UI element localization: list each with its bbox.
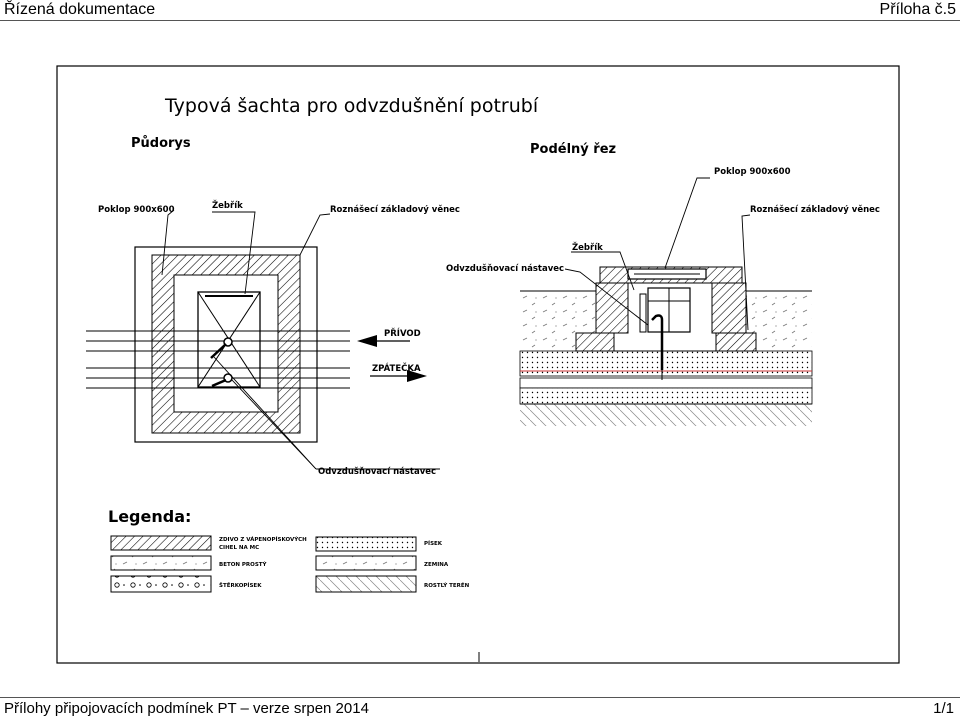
legend-item-concrete: BETON PROSTÝ <box>219 561 268 568</box>
section-heading: Podélný řez <box>530 142 616 157</box>
page-header: Řízená dokumentace Příloha č.5 <box>0 0 960 21</box>
section-view: Poklop 900x600 Roznášecí základový věnec… <box>446 167 880 426</box>
plan-ladder-label: Žebřík <box>212 199 243 211</box>
legend-item-sand: PÍSEK <box>424 539 443 547</box>
drawing-title: Typová šachta pro odvzdušnění potrubí <box>164 95 539 117</box>
plan-heading: Půdorys <box>131 136 191 151</box>
section-ring-label: Roznášecí základový věnec <box>750 204 880 215</box>
plan-cover-label: Poklop 900x600 <box>98 205 175 215</box>
legend-heading: Legenda: <box>108 507 191 526</box>
footer-left-text: Přílohy připojovacích podmínek PT – verz… <box>4 700 369 717</box>
legend: Legenda: ZDIVO Z VÁPENOPÍSKOVÝCH CIHEL N… <box>108 507 470 593</box>
plan-ring-label: Roznášecí základový věnec <box>330 204 460 215</box>
plan-view: PŘÍVOD ZPÁTEČKA Poklop 900x600 Žebřík Ro… <box>86 199 460 477</box>
header-left-text: Řízená dokumentace <box>4 1 156 18</box>
legend-item-soil: ZEMINA <box>424 562 449 568</box>
supply-label: PŘÍVOD <box>384 327 421 339</box>
return-label: ZPÁTEČKA <box>372 362 421 374</box>
legend-item-masonry: ZDIVO Z VÁPENOPÍSKOVÝCH <box>219 535 307 543</box>
section-vent-label: Odvzdušňovací nástavec <box>446 263 564 274</box>
section-ladder-label: Žebřík <box>572 241 603 253</box>
plan-vent-label: Odvzdušňovací nástavec <box>318 466 436 477</box>
header-right-text: Příloha č.5 <box>879 1 956 18</box>
footer-page-number: 1/1 <box>933 700 954 717</box>
legend-item-gravel: ŠTĚRKOPÍSEK <box>219 581 262 589</box>
section-cover-label: Poklop 900x600 <box>714 167 791 177</box>
legend-item-native-ground: ROSTLÝ TERÉN <box>424 581 470 589</box>
page-footer: Přílohy připojovacích podmínek PT – verz… <box>0 697 960 718</box>
drawing-frame <box>56 65 900 664</box>
legend-item-masonry-line2: CIHEL NA MC <box>219 545 259 551</box>
